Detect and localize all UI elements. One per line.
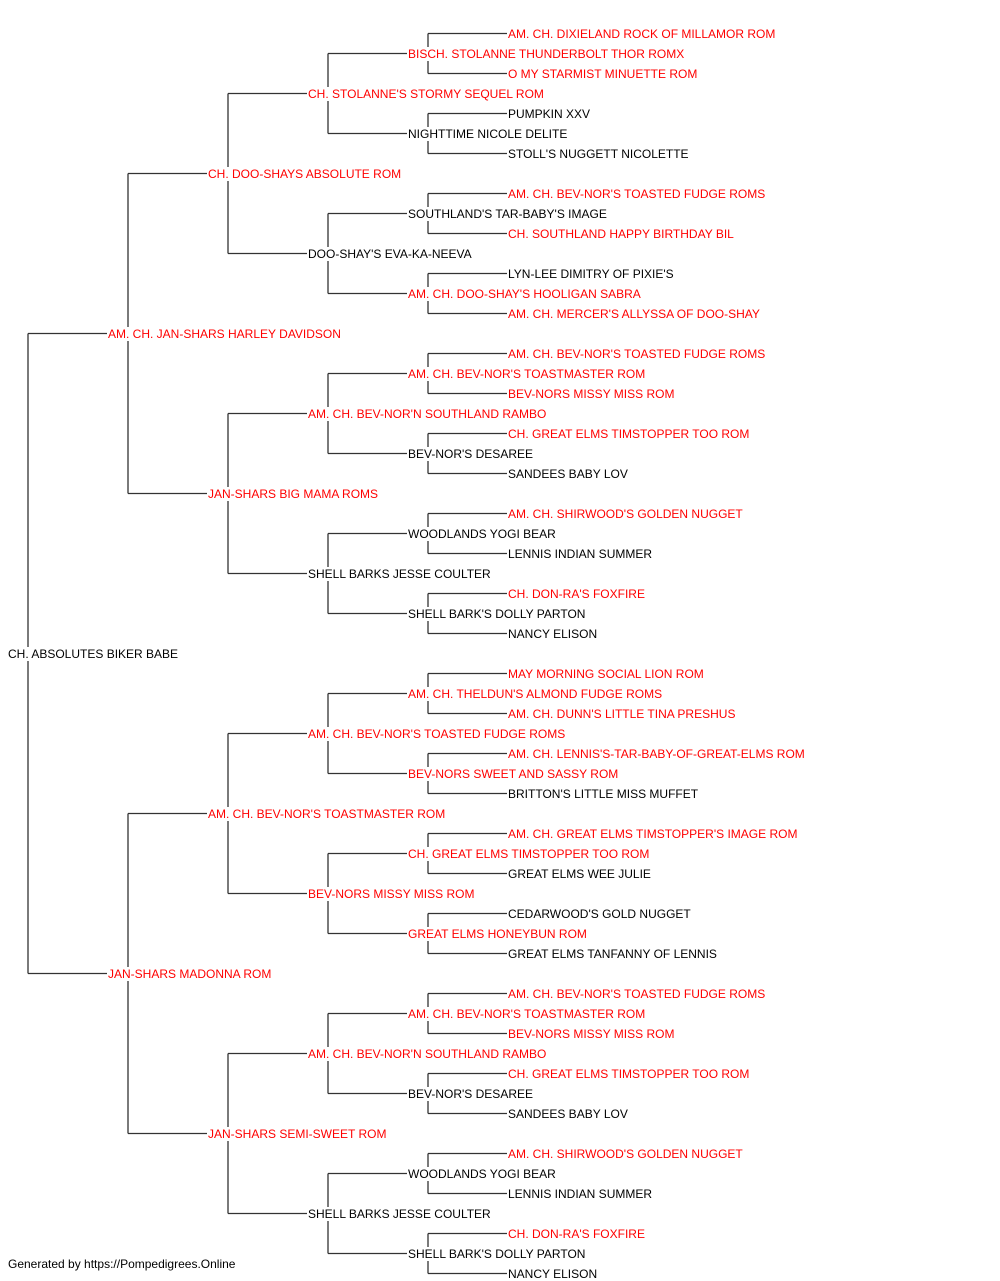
ancestor-name-gen4: SHELL BARK'S DOLLY PARTON — [407, 606, 587, 621]
ancestor-name-gen4: CH. GREAT ELMS TIMSTOPPER TOO ROM — [407, 846, 651, 861]
ancestor-name-gen5: MAY MORNING SOCIAL LION ROM — [507, 666, 705, 681]
ancestor-name-gen5: AM. CH. BEV-NOR'S TOASTED FUDGE ROMS — [507, 986, 767, 1001]
ancestor-name-gen3: SHELL BARKS JESSE COULTER — [307, 1206, 492, 1221]
ancestor-name-gen4: AM. CH. DOO-SHAY'S HOOLIGAN SABRA — [407, 286, 642, 301]
ancestor-name-gen1: AM. CH. JAN-SHARS HARLEY DAVIDSON — [107, 326, 342, 341]
ancestor-name-gen1: JAN-SHARS MADONNA ROM — [107, 966, 273, 981]
ancestor-name-gen3: BEV-NORS MISSY MISS ROM — [307, 886, 476, 901]
ancestor-name-gen5: CH. DON-RA'S FOXFIRE — [507, 1226, 646, 1241]
ancestor-name-gen5: STOLL'S NUGGETT NICOLETTE — [507, 146, 690, 161]
ancestor-name-gen5: GREAT ELMS WEE JULIE — [507, 866, 652, 881]
ancestor-name-gen4: WOODLANDS YOGI BEAR — [407, 1166, 557, 1181]
ancestor-name-gen3: AM. CH. BEV-NOR'N SOUTHLAND RAMBO — [307, 1046, 548, 1061]
ancestor-name-gen4: BEV-NOR'S DESAREE — [407, 446, 534, 461]
ancestor-name-gen5: AM. CH. BEV-NOR'S TOASTED FUDGE ROMS — [507, 186, 767, 201]
ancestor-name-gen5: LYN-LEE DIMITRY OF PIXIE'S — [507, 266, 675, 281]
ancestor-name-gen4: AM. CH. BEV-NOR'S TOASTMASTER ROM — [407, 366, 647, 381]
ancestor-name-gen3: CH. STOLANNE'S STORMY SEQUEL ROM — [307, 86, 545, 101]
ancestor-name-gen5: LENNIS INDIAN SUMMER — [507, 546, 654, 561]
ancestor-name-gen5: BRITTON'S LITTLE MISS MUFFET — [507, 786, 700, 801]
ancestor-name-gen5: AM. CH. SHIRWOOD'S GOLDEN NUGGET — [507, 1146, 744, 1161]
ancestor-name-gen5: BEV-NORS MISSY MISS ROM — [507, 386, 676, 401]
ancestor-name-gen5: CH. GREAT ELMS TIMSTOPPER TOO ROM — [507, 1066, 751, 1081]
ancestor-name-gen5: O MY STARMIST MINUETTE ROM — [507, 66, 699, 81]
ancestor-name-gen5: AM. CH. DIXIELAND ROCK OF MILLAMOR ROM — [507, 26, 777, 41]
ancestor-name-gen5: GREAT ELMS TANFANNY OF LENNIS — [507, 946, 718, 961]
ancestor-name-gen5: CH. SOUTHLAND HAPPY BIRTHDAY BIL — [507, 226, 735, 241]
ancestor-name-gen5: SANDEES BABY LOV — [507, 466, 629, 481]
ancestor-name-gen4: NIGHTTIME NICOLE DELITE — [407, 126, 569, 141]
ancestor-name-gen4: SOUTHLAND'S TAR-BABY'S IMAGE — [407, 206, 608, 221]
ancestor-name-gen5: NANCY ELISON — [507, 1266, 599, 1281]
ancestor-name-gen5: PUMPKIN XXV — [507, 106, 592, 121]
ancestor-name-gen4: AM. CH. THELDUN'S ALMOND FUDGE ROMS — [407, 686, 664, 701]
ancestor-name-gen5: BEV-NORS MISSY MISS ROM — [507, 1026, 676, 1041]
ancestor-name-gen5: AM. CH. SHIRWOOD'S GOLDEN NUGGET — [507, 506, 744, 521]
subject-dog-name: CH. ABSOLUTES BIKER BABE — [7, 646, 180, 661]
ancestor-name-gen3: AM. CH. BEV-NOR'N SOUTHLAND RAMBO — [307, 406, 548, 421]
ancestor-name-gen4: WOODLANDS YOGI BEAR — [407, 526, 557, 541]
ancestor-name-gen5: CEDARWOOD'S GOLD NUGGET — [507, 906, 692, 921]
ancestor-name-gen5: LENNIS INDIAN SUMMER — [507, 1186, 654, 1201]
ancestor-name-gen5: CH. DON-RA'S FOXFIRE — [507, 586, 646, 601]
ancestor-name-gen2: JAN-SHARS SEMI-SWEET ROM — [207, 1126, 388, 1141]
ancestor-name-gen5: AM. CH. LENNIS'S-TAR-BABY-OF-GREAT-ELMS … — [507, 746, 806, 761]
ancestor-name-gen5: CH. GREAT ELMS TIMSTOPPER TOO ROM — [507, 426, 751, 441]
ancestor-name-gen4: BEV-NOR'S DESAREE — [407, 1086, 534, 1101]
ancestor-name-gen4: AM. CH. BEV-NOR'S TOASTMASTER ROM — [407, 1006, 647, 1021]
ancestor-name-gen5: SANDEES BABY LOV — [507, 1106, 629, 1121]
ancestor-name-gen2: AM. CH. BEV-NOR'S TOASTMASTER ROM — [207, 806, 447, 821]
ancestor-name-gen5: AM. CH. BEV-NOR'S TOASTED FUDGE ROMS — [507, 346, 767, 361]
ancestor-name-gen5: NANCY ELISON — [507, 626, 599, 641]
ancestor-name-gen3: SHELL BARKS JESSE COULTER — [307, 566, 492, 581]
ancestor-name-gen5: AM. CH. MERCER'S ALLYSSA OF DOO-SHAY — [507, 306, 761, 321]
ancestor-name-gen2: CH. DOO-SHAYS ABSOLUTE ROM — [207, 166, 403, 181]
ancestor-name-gen4: GREAT ELMS HONEYBUN ROM — [407, 926, 588, 941]
ancestor-name-gen3: DOO-SHAY'S EVA-KA-NEEVA — [307, 246, 473, 261]
ancestor-name-gen4: SHELL BARK'S DOLLY PARTON — [407, 1246, 587, 1261]
ancestor-name-gen4: BISCH. STOLANNE THUNDERBOLT THOR ROMX — [407, 46, 686, 61]
ancestor-name-gen2: JAN-SHARS BIG MAMA ROMS — [207, 486, 380, 501]
ancestor-name-gen5: AM. CH. DUNN'S LITTLE TINA PRESHUS — [507, 706, 737, 721]
ancestor-name-gen5: AM. CH. GREAT ELMS TIMSTOPPER'S IMAGE RO… — [507, 826, 799, 841]
generated-by-footer: Generated by https://Pompedigrees.Online — [8, 1257, 236, 1271]
ancestor-name-gen4: BEV-NORS SWEET AND SASSY ROM — [407, 766, 620, 781]
ancestor-name-gen3: AM. CH. BEV-NOR'S TOASTED FUDGE ROMS — [307, 726, 567, 741]
